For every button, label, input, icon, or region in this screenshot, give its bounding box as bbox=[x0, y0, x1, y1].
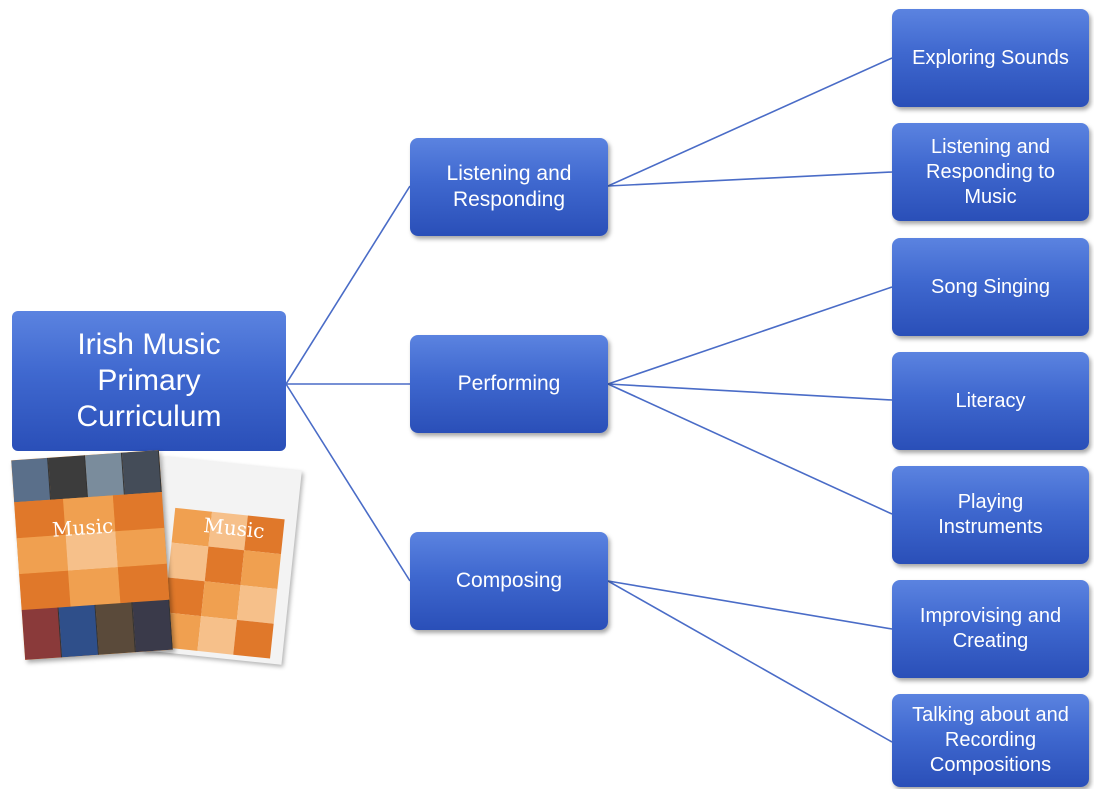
curriculum-book-covers: Music Music bbox=[10, 450, 302, 670]
connector-listening-listen-respond bbox=[607, 171, 893, 187]
unit-label: Talking about and Recording Compositions bbox=[912, 704, 1069, 776]
connector-composing-talking bbox=[607, 580, 893, 743]
connector-root-listening bbox=[285, 185, 411, 385]
connector-performing-literacy bbox=[607, 383, 893, 401]
unit-label: Playing Instruments bbox=[938, 491, 1043, 538]
book-cover-front: Music bbox=[11, 450, 173, 660]
strand-label: Composing bbox=[455, 568, 563, 592]
unit-listening-and-responding-to-music: Listening and Responding to Music bbox=[892, 123, 1089, 221]
connector-composing-improvising bbox=[607, 580, 893, 630]
root-label: Irish Music Primary Curriculum bbox=[76, 328, 222, 433]
strand-performing: Performing bbox=[410, 335, 608, 433]
unit-song-singing: Song Singing bbox=[892, 238, 1089, 336]
unit-label: Exploring Sounds bbox=[912, 46, 1069, 69]
unit-label: Improvising and Creating bbox=[919, 605, 1062, 652]
connector-performing-playing bbox=[607, 383, 893, 515]
root-node: Irish Music Primary Curriculum bbox=[12, 311, 286, 451]
strand-listening-and-responding: Listening and Responding bbox=[410, 138, 608, 236]
book-cover-front-title: Music bbox=[51, 513, 115, 542]
connector-listening-exploring bbox=[607, 57, 893, 187]
cover-photo-strip-bottom bbox=[21, 599, 173, 660]
unit-exploring-sounds: Exploring Sounds bbox=[892, 9, 1089, 107]
strand-label: Listening and Responding bbox=[446, 161, 572, 211]
unit-talking-about-and-recording-compositions: Talking about and Recording Compositions bbox=[892, 694, 1089, 787]
strand-label: Performing bbox=[457, 371, 561, 395]
unit-label: Listening and Responding to Music bbox=[926, 135, 1055, 208]
strand-composing: Composing bbox=[410, 532, 608, 630]
unit-label: Song Singing bbox=[931, 275, 1050, 298]
connector-performing-song bbox=[607, 286, 893, 385]
unit-playing-instruments: Playing Instruments bbox=[892, 466, 1089, 564]
unit-literacy: Literacy bbox=[892, 352, 1089, 450]
connector-root-composing bbox=[285, 383, 411, 582]
unit-improvising-and-creating: Improvising and Creating bbox=[892, 580, 1089, 678]
unit-label: Literacy bbox=[955, 389, 1026, 412]
